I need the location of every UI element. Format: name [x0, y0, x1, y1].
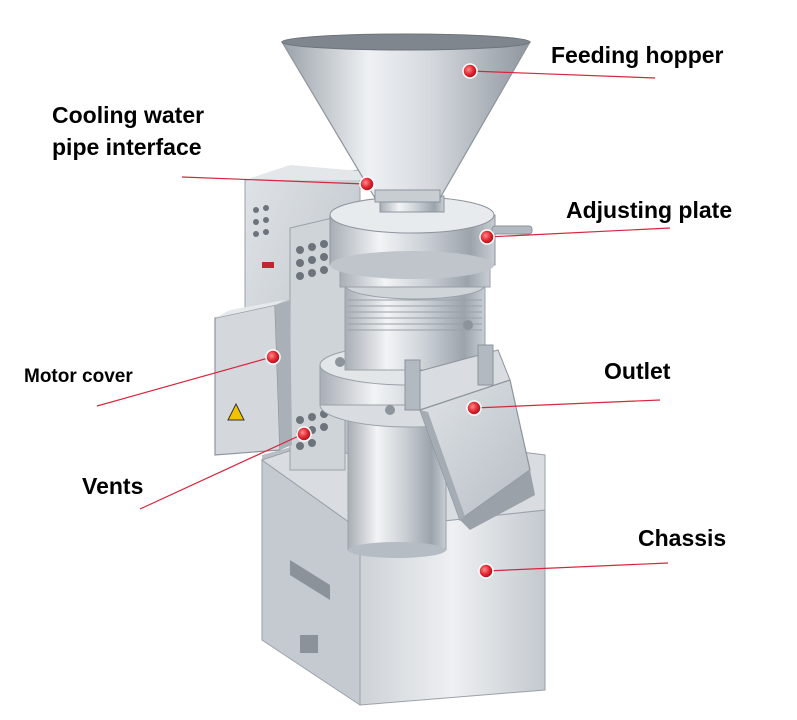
- grinding-column: [319, 195, 533, 558]
- callout-motor-cover: [96, 349, 281, 407]
- label-adjusting-plate: Adjusting plate: [566, 197, 733, 223]
- callout-outlet: [466, 399, 661, 416]
- callout-feeding-hopper: [462, 63, 656, 79]
- callout-adjusting-plate: [479, 227, 671, 245]
- vent-grille-top: [253, 205, 328, 280]
- label-outlet: Outlet: [604, 358, 671, 384]
- callout-vents: [139, 426, 312, 510]
- callout-chassis: [478, 562, 669, 579]
- label-motor-cover: Motor cover: [24, 366, 133, 387]
- label-feeding-hopper: Feeding hopper: [551, 42, 724, 68]
- label-chassis: Chassis: [638, 525, 727, 551]
- label-vents: Vents: [82, 473, 144, 499]
- label-cooling-water-line2: pipe interface: [52, 134, 202, 160]
- feeding-hopper: [280, 33, 532, 203]
- callout-cooling-water-pipe: [181, 176, 375, 192]
- motor-cover-box: [214, 300, 292, 456]
- outlet-chute: [404, 344, 535, 530]
- label-cooling-water-line1: Cooling water: [52, 102, 205, 128]
